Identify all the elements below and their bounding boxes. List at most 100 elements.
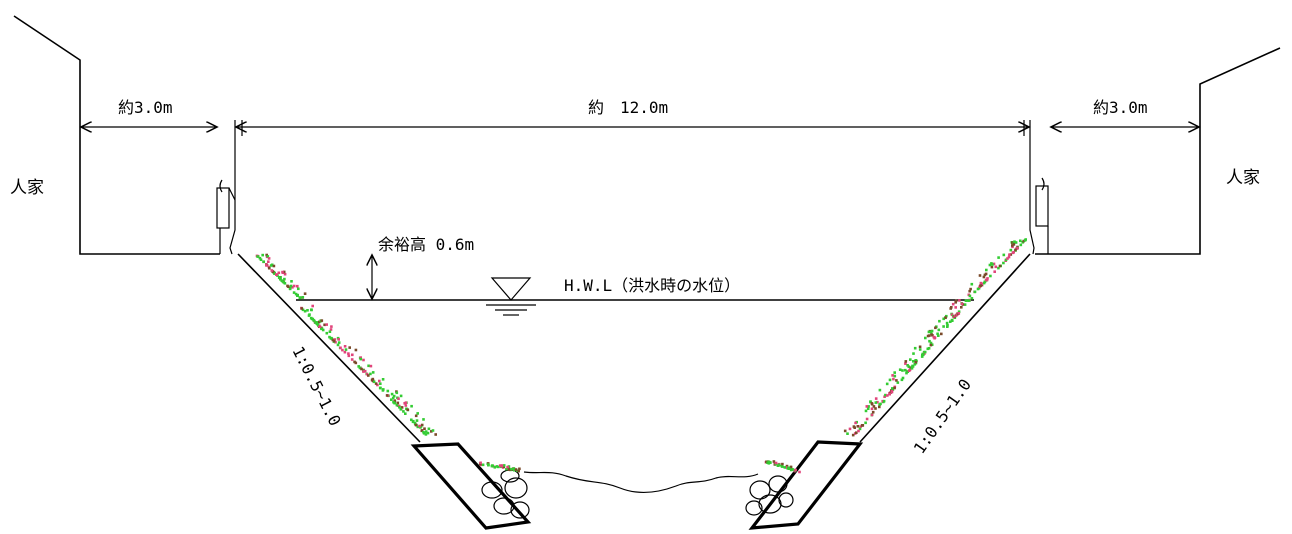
vegetation-dot (313, 319, 316, 323)
vegetation-dot (348, 346, 351, 349)
vegetation-dot (518, 467, 521, 471)
vegetation-dot (282, 281, 286, 284)
vegetation-dot (874, 401, 878, 404)
vegetation-dot (992, 262, 996, 266)
vegetation-dot (273, 272, 276, 275)
vegetation-dot (386, 389, 390, 393)
vegetation-dot (410, 404, 413, 408)
vegetation-dot (422, 430, 425, 434)
vegetation-dot (1009, 253, 1013, 256)
vegetation-dot (434, 433, 437, 436)
vegetation-dot (872, 405, 876, 408)
vegetation-dot (367, 364, 370, 368)
vegetation-dot (964, 299, 968, 302)
vegetation-dot (997, 266, 1000, 270)
vegetation-dot (363, 369, 367, 373)
vegetation-dot (390, 392, 394, 396)
vegetation-dot (973, 290, 977, 294)
vegetation-dot (430, 430, 433, 433)
hwl-label: H.W.L（洪水時の水位） (564, 276, 740, 295)
vegetation-dot (851, 433, 855, 437)
vegetation-dot (901, 369, 904, 372)
vegetation-dot (794, 468, 797, 472)
channel-slopes (237, 253, 1031, 443)
vegetation-dot (896, 381, 900, 384)
vegetation-dot (789, 465, 793, 469)
vegetation-dot (270, 263, 274, 267)
vegetation-dot (1024, 238, 1027, 241)
vegetation-dot (945, 321, 949, 325)
vegetation-dot (343, 350, 347, 354)
vegetation-dot (927, 347, 931, 350)
vegetation-dot (266, 255, 270, 258)
vegetation-dot (424, 433, 428, 436)
vegetation-dot (931, 334, 934, 337)
vegetation-dot (926, 334, 930, 338)
vegetation-dot (379, 382, 382, 385)
vegetation-dot (288, 287, 292, 291)
vegetation-dot (929, 330, 933, 334)
vegetation-dot (970, 282, 974, 286)
vegetation-dot (267, 260, 270, 263)
vegetation-dot (901, 376, 905, 380)
vegetation-dot (427, 427, 431, 431)
vegetation-dot (946, 324, 949, 327)
vegetation-dot (958, 299, 961, 302)
vegetation-dot (354, 361, 358, 365)
vegetation-dot (325, 323, 328, 326)
vegetation-dot (891, 374, 894, 377)
vegetation-dot (281, 270, 284, 274)
vegetation-dot (316, 323, 319, 326)
vegetation-dot (418, 424, 421, 428)
vegetation-dot (911, 364, 914, 368)
vegetation-dot (296, 284, 299, 288)
vegetation-dot (963, 303, 967, 306)
vegetation-dot (908, 368, 912, 372)
water-level-icon (486, 277, 536, 316)
vegetation-dot (891, 387, 894, 390)
vegetation-dot (502, 464, 506, 467)
vegetation-dot (275, 273, 278, 276)
vegetation-dot (415, 419, 419, 422)
vegetation-dot (853, 426, 856, 429)
vegetation-dot (985, 268, 988, 272)
toe-revetment-right (748, 440, 864, 530)
vegetation-dot (781, 465, 784, 468)
vegetation-dot (496, 465, 500, 469)
vegetation-dot (928, 339, 931, 343)
vegetation-dot (1014, 241, 1018, 244)
vegetation-dot (907, 365, 911, 368)
vegetation-dot (789, 468, 793, 472)
vegetation-dot (505, 467, 508, 471)
vegetation-dot (957, 310, 961, 313)
vegetation-dot (1019, 239, 1022, 243)
vegetation-dot (370, 378, 374, 382)
vegetation-dot (416, 425, 420, 429)
vegetation-dot (798, 470, 801, 474)
vegetation-dot (869, 400, 872, 403)
vegetation-dot (857, 429, 860, 433)
vegetation-dot (337, 338, 340, 341)
vegetation-dot (1022, 239, 1025, 243)
slope-label-right: 1:0.5~1.0 (910, 375, 975, 457)
vegetation-dot (301, 296, 305, 299)
vegetation-dot (994, 265, 998, 269)
vegetation-dot (395, 403, 399, 407)
vegetation-dot (885, 382, 889, 386)
vegetation-dot (296, 293, 299, 297)
vegetation-dot (318, 320, 321, 324)
vegetation-dot (1012, 250, 1015, 254)
vegetation-dot (320, 327, 323, 331)
vegetation-dot (893, 371, 896, 374)
vegetation-dot (507, 468, 511, 471)
vegetation-dot (976, 287, 980, 291)
vegetation-dot (512, 467, 516, 470)
vegetation-dot (283, 272, 287, 276)
vegetation-dot (859, 425, 862, 428)
vegetation-dot (341, 348, 344, 352)
vegetation-dot (1002, 261, 1005, 265)
vegetation-dot (506, 465, 509, 469)
vegetation-dot (989, 274, 992, 278)
vegetation-dot (374, 382, 378, 385)
vegetation-dot (1016, 246, 1019, 250)
